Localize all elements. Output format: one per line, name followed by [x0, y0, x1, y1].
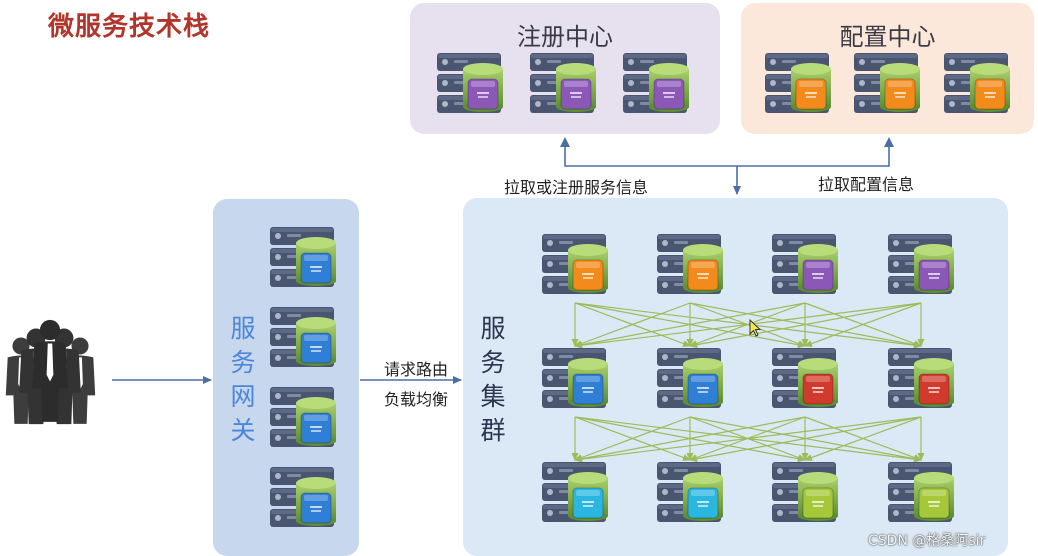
mesh-link — [574, 416, 922, 463]
cluster-server — [542, 462, 608, 522]
pull-register-label: 拉取或注册服务信息 — [504, 178, 649, 197]
mesh-link — [689, 416, 922, 463]
mesh-link — [574, 416, 691, 461]
config-server — [944, 53, 1010, 113]
mesh-link — [574, 302, 806, 349]
gateway-server — [270, 467, 336, 527]
mesh-link — [804, 302, 922, 347]
registry-server — [437, 53, 503, 113]
mesh-link — [574, 416, 806, 463]
cluster-server — [542, 348, 608, 408]
person-figure — [32, 319, 68, 422]
config-server — [854, 53, 920, 113]
server-icons — [270, 53, 1010, 527]
registry-server — [623, 53, 689, 113]
gateway-server — [270, 387, 336, 447]
cluster-server — [657, 348, 723, 408]
gateway-server — [270, 227, 336, 287]
cluster-server — [888, 234, 954, 294]
cluster-server — [657, 462, 723, 522]
gateway-label-char: 网 — [230, 382, 256, 411]
gateway-label: 服务网关 — [226, 312, 260, 448]
mesh-link — [574, 302, 691, 347]
gateway-label-char: 服 — [230, 314, 256, 343]
cluster-server — [888, 462, 954, 522]
load-balance-label: 负载均衡 — [384, 390, 449, 409]
cluster-server — [772, 462, 838, 522]
mesh-link — [804, 416, 922, 461]
pull-config-label: 拉取配置信息 — [818, 175, 915, 194]
mouse-cursor-icon — [749, 318, 762, 337]
registry-sync-arrow — [564, 142, 890, 167]
cluster-label-char: 服 — [480, 314, 506, 343]
watermark: CSDN @格桑阿sir — [868, 533, 986, 549]
cluster-label: 服务集群 — [476, 312, 510, 448]
routing-label: 请求路由 — [384, 360, 449, 379]
gateway-label-char: 务 — [230, 348, 256, 377]
gateway-server — [270, 307, 336, 367]
mesh-link — [689, 302, 922, 349]
cluster-label-char: 务 — [480, 348, 506, 377]
people-group-icon — [5, 319, 96, 425]
cluster-server — [772, 348, 838, 408]
registry-server — [530, 53, 596, 113]
registry-title: 注册中心 — [517, 23, 613, 51]
cluster-mesh — [571, 302, 925, 463]
cluster-label-char: 群 — [480, 416, 506, 445]
cluster-server — [772, 234, 838, 294]
cluster-server — [542, 234, 608, 294]
gateway-label-char: 关 — [230, 416, 256, 445]
config-title: 配置中心 — [839, 23, 936, 51]
config-server — [765, 53, 831, 113]
registry-up-head — [560, 137, 570, 147]
config-up-head — [884, 137, 894, 147]
cluster-server — [657, 234, 723, 294]
page-title: 微服务技术栈 — [48, 12, 211, 42]
mesh-link — [574, 302, 922, 349]
flow-arrows — [112, 137, 894, 384]
cluster-label-char: 集 — [480, 382, 506, 411]
cluster-server — [888, 348, 954, 408]
